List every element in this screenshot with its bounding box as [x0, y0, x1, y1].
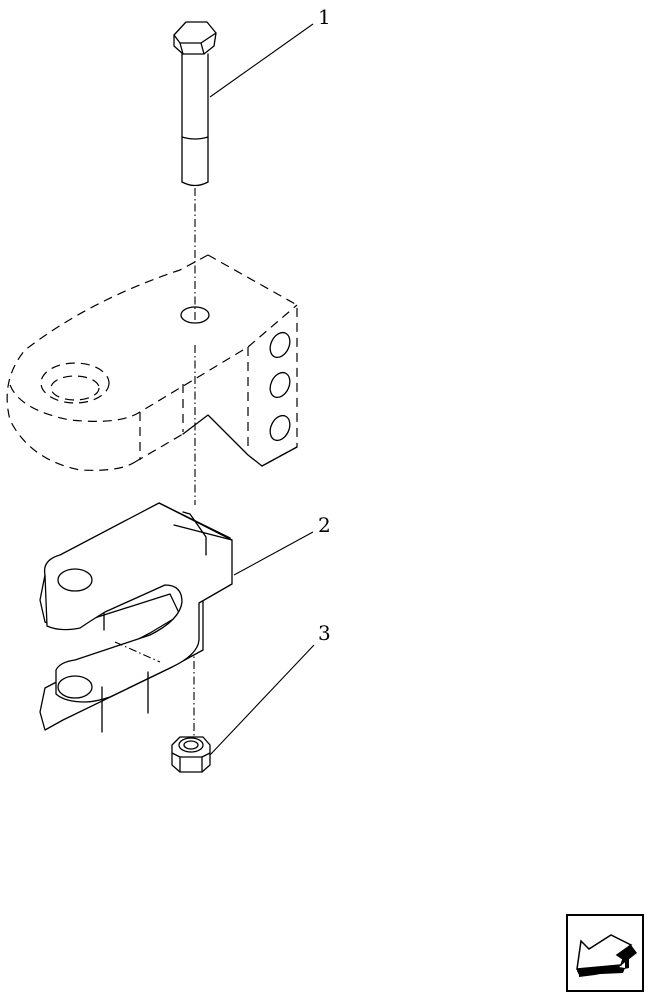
callout-1: 1 [209, 5, 331, 98]
center-line [193, 188, 196, 748]
back-navigation-button[interactable] [565, 913, 645, 993]
bracket-reference [6, 254, 298, 471]
nut-part [171, 736, 211, 773]
clevis-part [39, 502, 233, 733]
svg-text:2: 2 [318, 513, 331, 537]
svg-text:3: 3 [318, 621, 331, 645]
callout-3: 3 [209, 621, 331, 756]
back-arrow-icon [566, 914, 644, 992]
bolt-part [173, 21, 217, 187]
callout-2: 2 [233, 513, 331, 576]
svg-text:1: 1 [318, 5, 331, 29]
